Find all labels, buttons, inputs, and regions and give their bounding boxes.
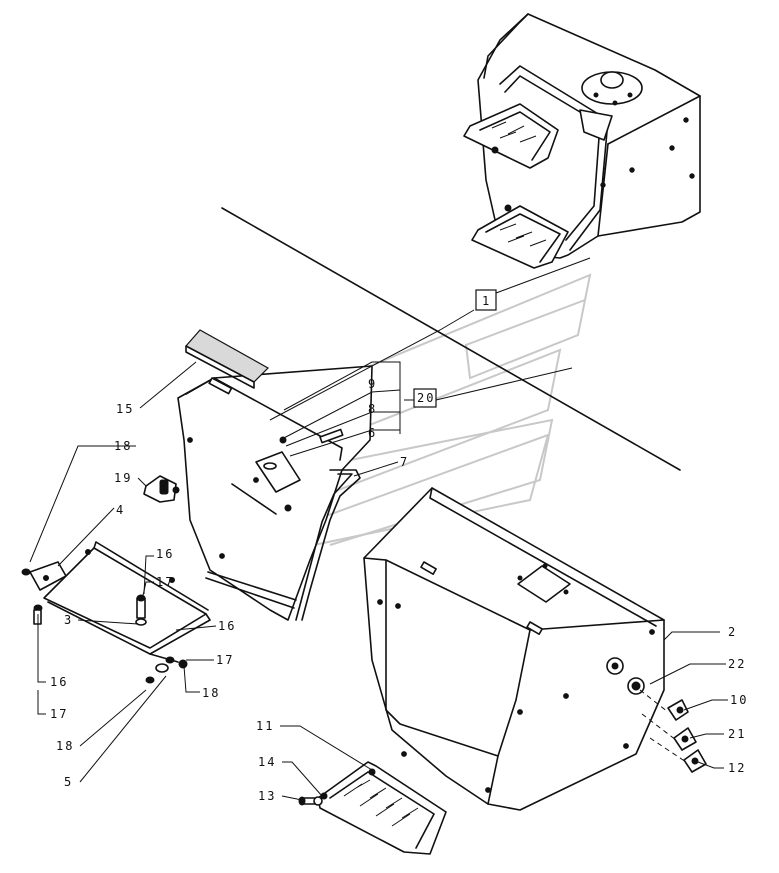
callout-16-right: 16 [218,619,236,633]
callout-18-bottom: 18 [56,739,74,753]
callout-16-left: 16 [50,675,68,689]
callout-17-left: 17 [50,707,68,721]
callout-22: 22 [728,657,746,671]
callout-18-top: 18 [114,439,132,453]
side-cover [177,365,373,621]
callout-17-right: 17 [216,653,234,667]
callout-1: 1 [482,294,491,308]
latch-part [143,475,180,503]
callout-box-1 [475,289,497,311]
callout-6: 6 [368,426,377,440]
callout-7: 7 [400,455,409,469]
separator-line [221,207,681,471]
callout-20: 20 [417,391,435,405]
callout-15: 15 [116,402,134,416]
callout-18-right: 18 [202,686,220,700]
callout-12: 12 [728,761,746,775]
step-part [298,761,447,855]
callout-box-20 [413,388,437,408]
callout-2: 2 [728,625,737,639]
callout-8: 8 [368,402,377,416]
callout-5: 5 [64,775,73,789]
leader-lines [29,257,728,801]
callout-4: 4 [116,503,125,517]
assembled-tank [463,13,701,269]
callout-17-top: 17 [156,575,174,589]
callout-10: 10 [730,693,748,707]
callout-labels: 1 20 15 9 8 6 7 18 19 4 16 17 3 16 17 18… [50,294,748,803]
callout-11: 11 [256,719,274,733]
callout-13: 13 [258,789,276,803]
callout-9: 9 [368,377,377,391]
fuel-tank [363,487,665,811]
callout-21: 21 [728,727,746,741]
callout-3: 3 [64,613,73,627]
callout-16-top: 16 [156,547,174,561]
bracket-plate [21,541,211,684]
hose-fittings [639,689,707,773]
callout-19: 19 [114,471,132,485]
callout-14: 14 [258,755,276,769]
